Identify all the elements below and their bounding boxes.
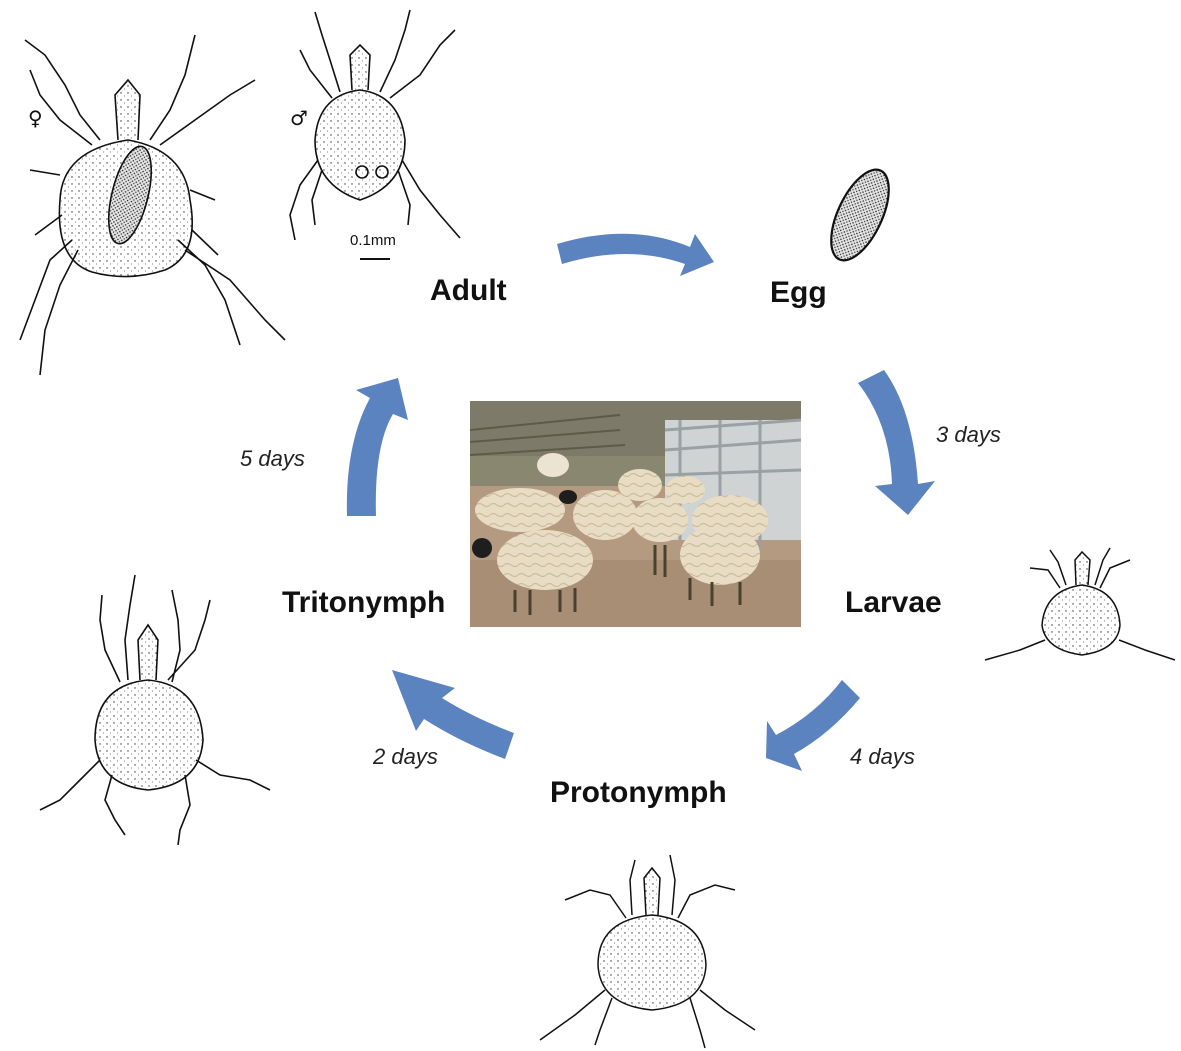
egg-drawing — [819, 161, 900, 268]
arrow-tritonymph-to-adult — [347, 378, 408, 516]
stage-label-tritonymph: Tritonymph — [282, 586, 445, 620]
scale-bar-label: 0.1mm — [350, 232, 396, 249]
duration-egg-to-larvae: 3 days — [936, 422, 1001, 448]
arrow-adult-to-egg — [557, 234, 714, 276]
stage-label-adult: Adult — [430, 274, 507, 308]
stage-label-protonymph: Protonymph — [550, 776, 727, 810]
protonymph-mite-drawing — [540, 855, 755, 1048]
female-mite-drawing — [20, 35, 285, 375]
male-mite-drawing — [290, 10, 460, 240]
female-symbol-icon: ♀ — [28, 106, 43, 130]
arrow-larvae-to-protonymph — [766, 680, 860, 771]
male-symbol-icon: ♂ — [290, 106, 308, 130]
stage-label-egg: Egg — [770, 276, 827, 310]
duration-protonymph-to-tritonymph: 2 days — [373, 744, 438, 770]
stage-label-larvae: Larvae — [845, 586, 942, 620]
larva-mite-drawing — [985, 548, 1175, 660]
tritonymph-mite-drawing — [40, 575, 270, 845]
arrow-egg-to-larvae — [858, 370, 935, 515]
sheep-flock-photo — [470, 401, 801, 627]
duration-larvae-to-protonymph: 4 days — [850, 744, 915, 770]
duration-tritonymph-to-adult: 5 days — [240, 446, 305, 472]
